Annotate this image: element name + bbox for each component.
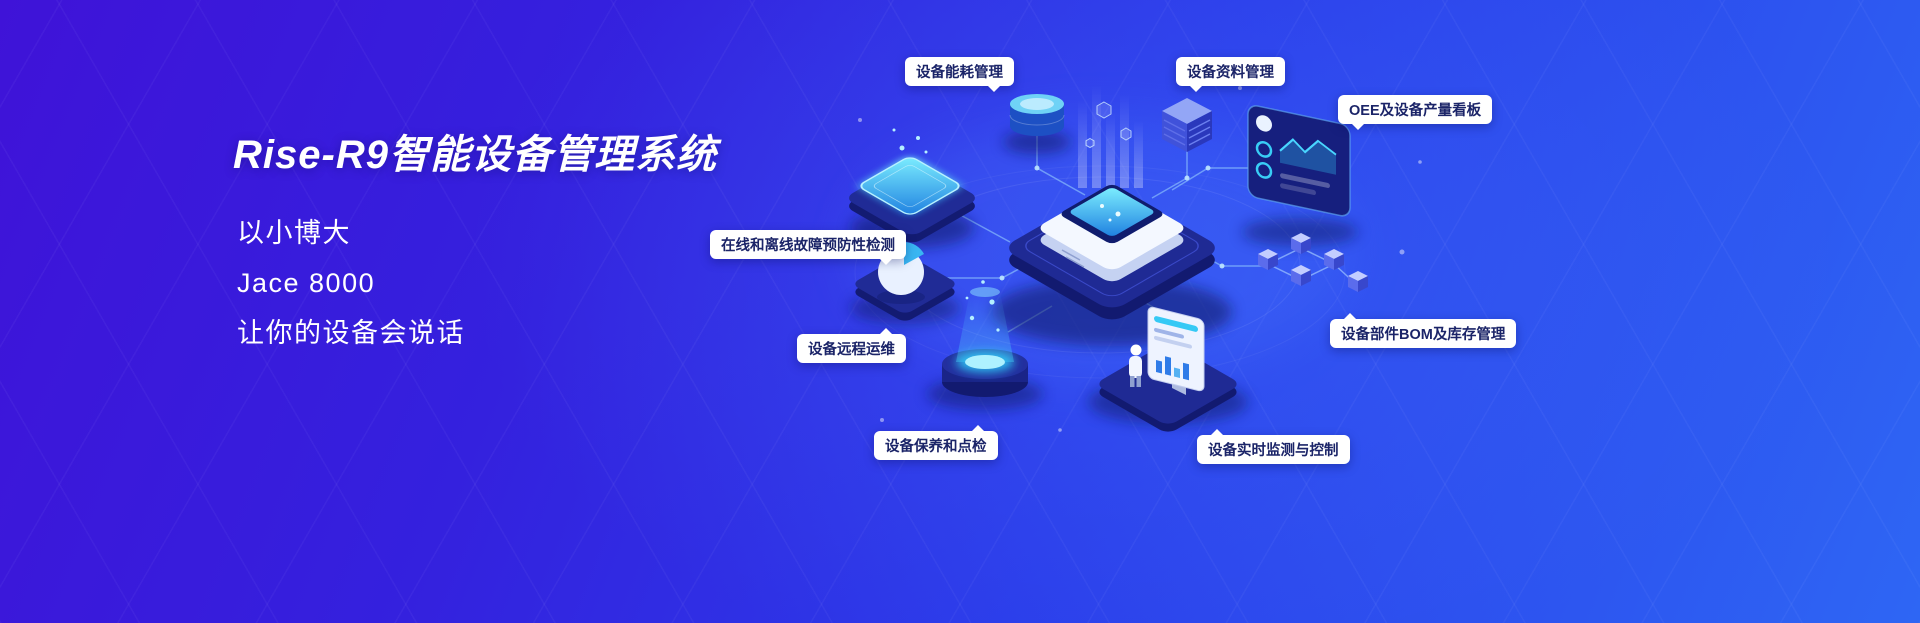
- subtitle-line-3: 让你的设备会说话: [237, 318, 465, 348]
- sparkle-dots: [858, 86, 1422, 432]
- light-beams-icon: [1078, 84, 1143, 188]
- callout-maintenance-check: 设备保养和点检: [874, 425, 998, 460]
- callout-remote-ops: 设备远程运维: [797, 328, 906, 363]
- callout-bom-inventory: 设备部件BOM及库存管理: [1330, 313, 1517, 348]
- page-title: Rise-R9智能设备管理系统: [233, 133, 717, 177]
- callout-fault-detection: 在线和离线故障预防性检测: [710, 230, 906, 265]
- hero-text-block: Rise-R9智能设备管理系统 以小博大 Jace 8000 让你的设备会说话: [233, 122, 717, 358]
- connector-nodes: [999, 165, 1225, 319]
- ambient-glow: [854, 120, 1355, 380]
- callout-oee-dashboard: OEE及设备产量看板: [1338, 95, 1493, 130]
- dashboard-panel-icon: [1242, 105, 1358, 246]
- subtitle-line-1: 以小博大: [237, 218, 351, 248]
- database-icon: [1003, 94, 1071, 154]
- hero-subtitle: 以小博大 Jace 8000 让你的设备会说话: [237, 208, 717, 358]
- monitor-station-icon: [1088, 306, 1248, 432]
- server-cube-icon: [1162, 98, 1212, 152]
- person-icon: [1129, 344, 1142, 387]
- subtitle-line-2: Jace 8000: [237, 268, 376, 298]
- holo-projector-icon: [927, 280, 1043, 410]
- callout-realtime-monitoring: 设备实时监测与控制: [1197, 429, 1350, 464]
- network-cubes-icon: [1258, 233, 1368, 292]
- callout-energy-management: 设备能耗管理: [905, 57, 1014, 92]
- hexagon-particles-icon: [1085, 101, 1132, 149]
- callout-data-management: 设备资料管理: [1176, 57, 1285, 92]
- connector-lines: [940, 135, 1262, 342]
- central-device-icon: [992, 184, 1232, 346]
